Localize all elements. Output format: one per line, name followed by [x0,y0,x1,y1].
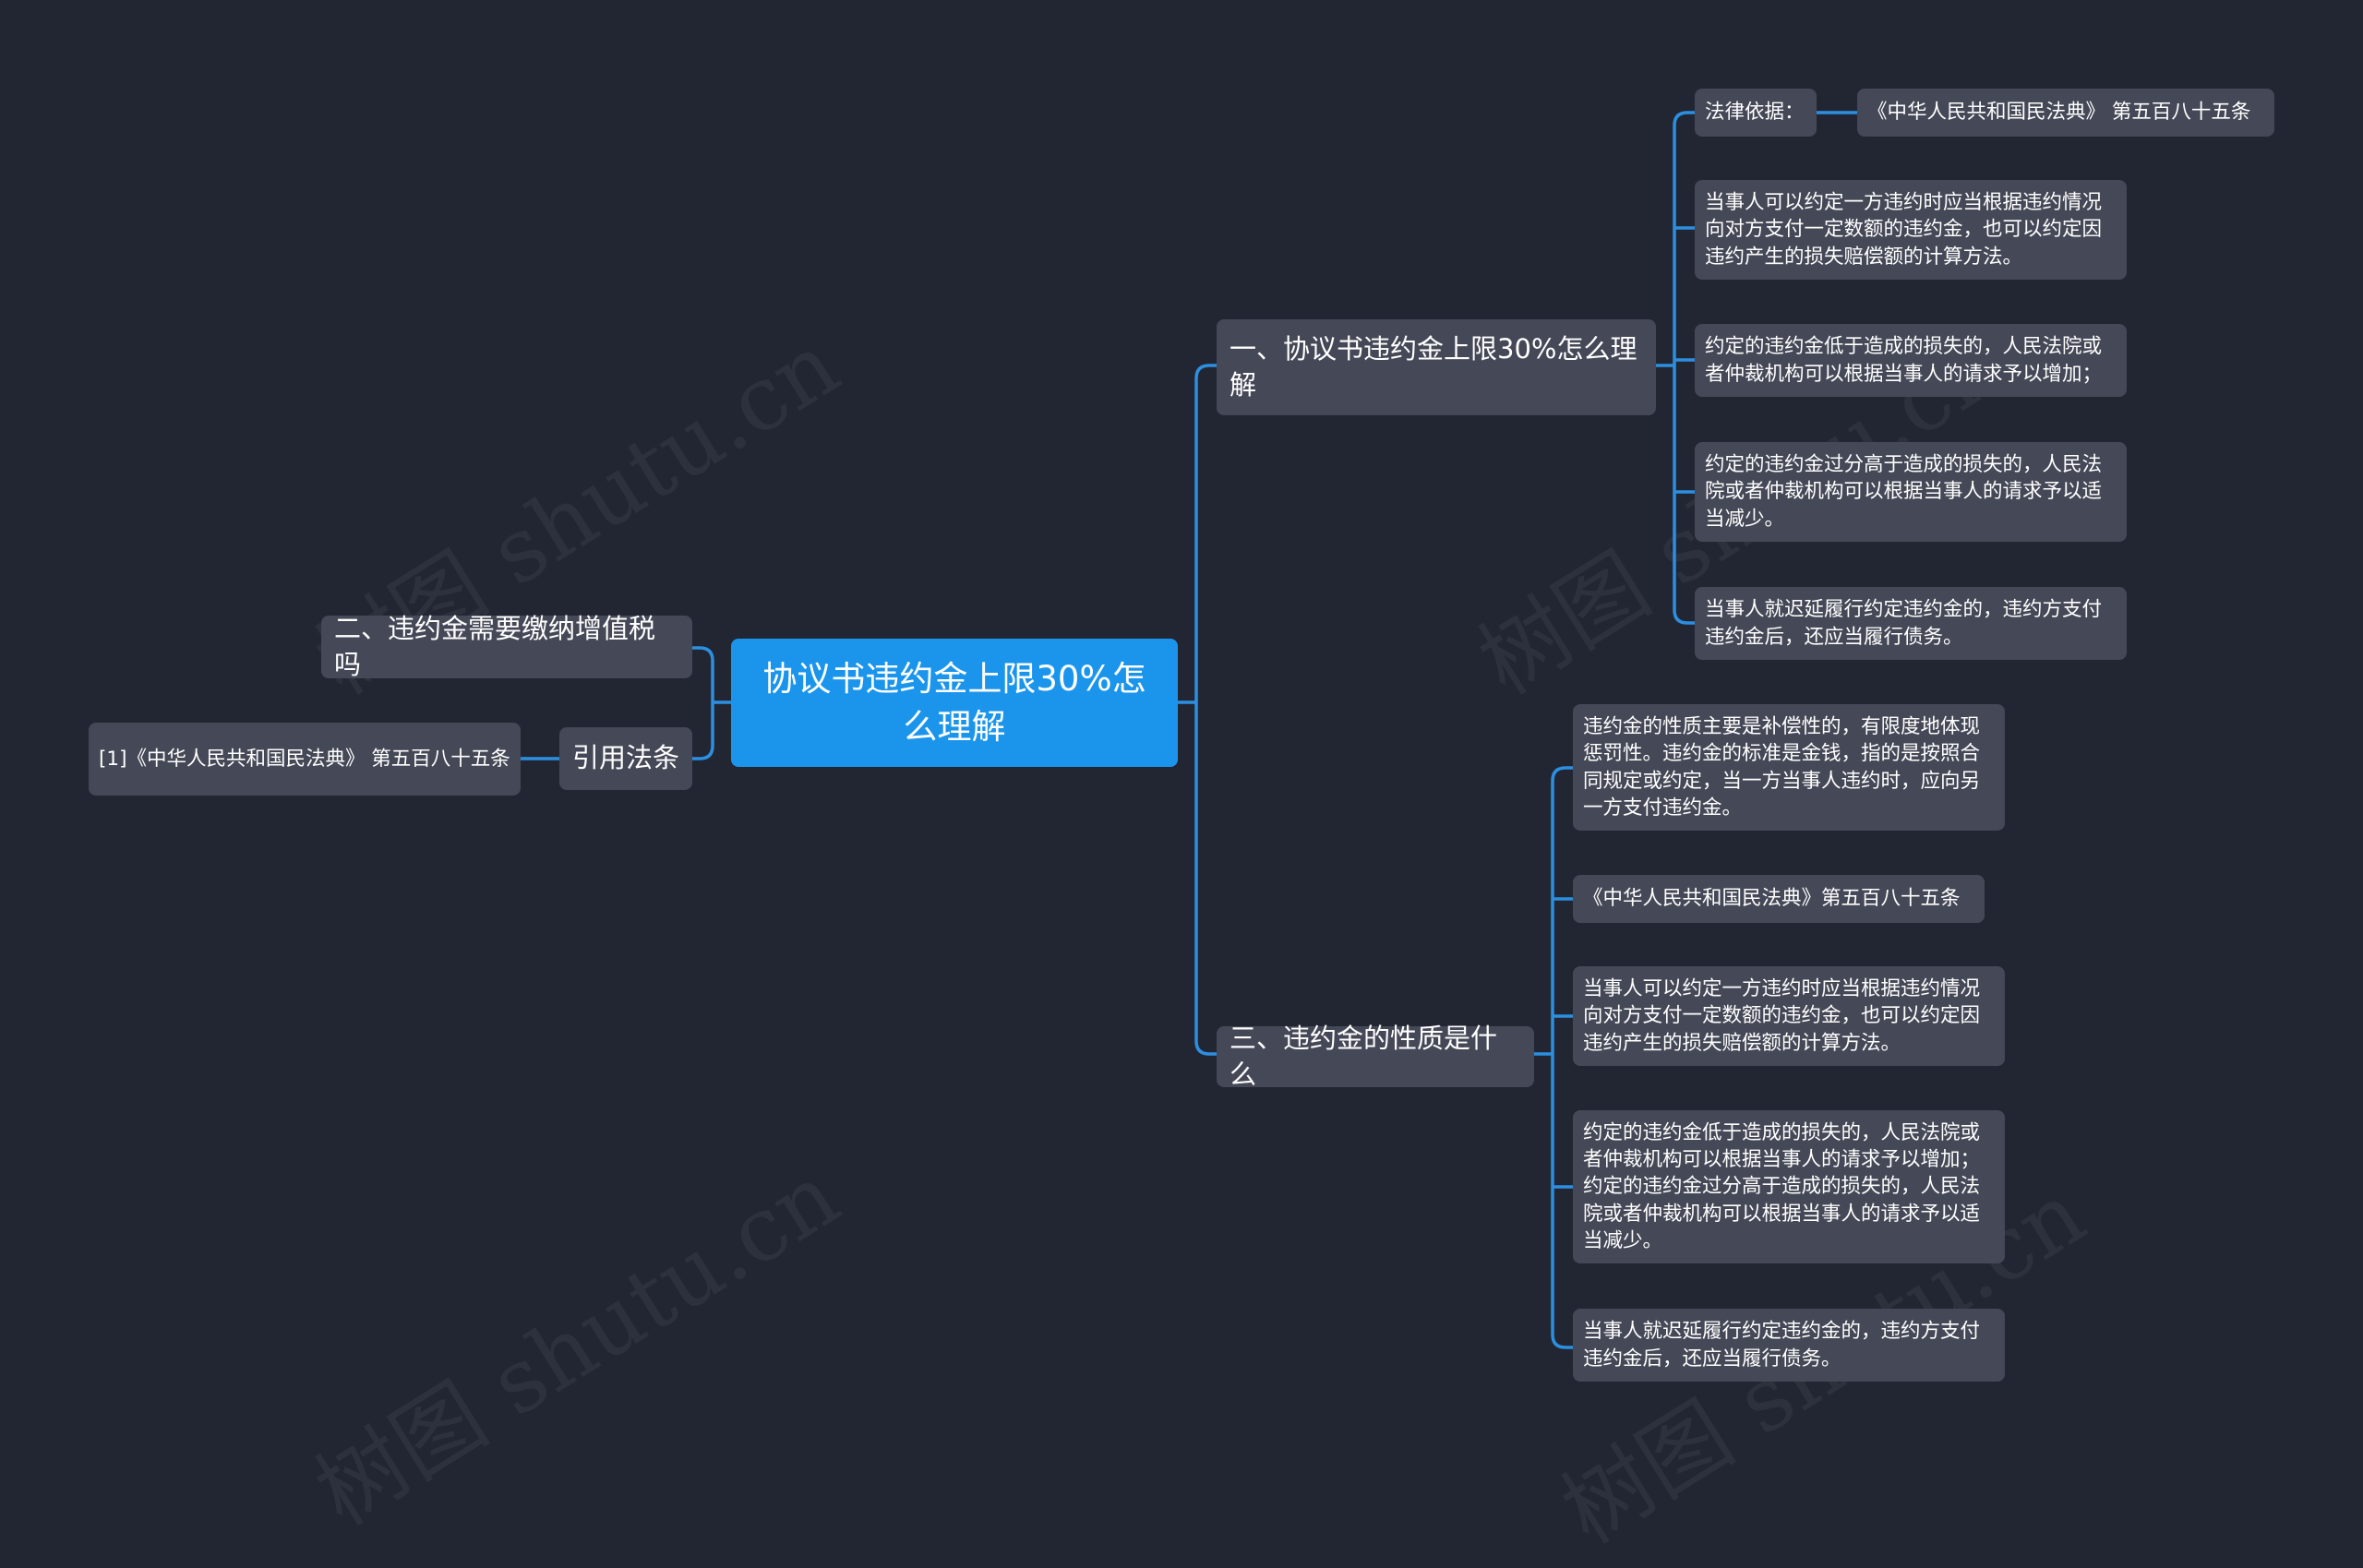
branch-three-leaf[interactable]: 《中华人民共和国民法典》第五百八十五条 [1573,875,1985,923]
branch-three-label: 三、违约金的性质是什么 [1229,1022,1498,1090]
branch-cite-node[interactable]: 引用法条 [559,727,692,790]
branch-one-node[interactable]: 一、协议书违约金上限30%怎么理解 [1217,319,1656,415]
connector [1194,364,1217,379]
basis-value-node[interactable]: 《中华人民共和国民法典》 第五百八十五条 [1857,89,2274,137]
branch-vat-node[interactable]: 二、违约金需要缴纳增值税吗 [321,613,692,680]
branch-three-leaf[interactable]: 当事人就迟延履行约定违约金的，违约方支付违约金后，还应当履行债务。 [1573,1309,2005,1382]
cite-leaf[interactable]: [1]《中华人民共和国民法典》 第五百八十五条 [89,723,521,796]
connector [692,646,714,662]
branch-three-leaf-text: 《中华人民共和国民法典》第五百八十五条 [1583,887,1961,911]
branch-one-leaf-text: 当事人可以约定一方违约时应当根据违约情况向对方支付一定数额的违约金，也可以约定因… [1705,191,2103,269]
branch-one-leaf[interactable]: 约定的违约金过分高于造成的损失的，人民法院或者仲裁机构可以根据当事人的请求予以适… [1695,442,2127,542]
branch-three-leaf-text: 违约金的性质主要是补偿性的，有限度地体现惩罚性。违约金的标准是金钱，指的是按照合… [1583,715,1981,820]
branch-one-leaf-text: 约定的违约金低于造成的损失的，人民法院或者仲裁机构可以根据当事人的请求予以增加； [1705,335,2103,386]
branch-one-leaf[interactable]: 约定的违约金低于造成的损失的，人民法院或者仲裁机构可以根据当事人的请求予以增加； [1695,324,2127,397]
connector [1551,1334,1573,1349]
branch-one-leaf-text: 当事人就迟延履行约定违约金的，违约方支付违约金后，还应当履行债务。 [1705,598,2103,649]
branch-three-leaf[interactable]: 违约金的性质主要是补偿性的，有限度地体现惩罚性。违约金的标准是金钱，指的是按照合… [1573,704,2005,831]
branch-three-node[interactable]: 三、违约金的性质是什么 [1217,1023,1534,1090]
connector [1194,1040,1217,1056]
branch-cite-label: 引用法条 [572,742,680,774]
root-node[interactable]: 协议书违约金上限30%怎么理解 [731,639,1178,767]
cite-leaf-text: [1]《中华人民共和国民法典》 第五百八十五条 [99,747,510,771]
basis-value: 《中华人民共和国民法典》 第五百八十五条 [1867,101,2251,125]
branch-three-leaf[interactable]: 当事人可以约定一方违约时应当根据违约情况向对方支付一定数额的违约金，也可以约定因… [1573,966,2005,1066]
branch-one-leaf[interactable]: 当事人可以约定一方违约时应当根据违约情况向对方支付一定数额的违约金，也可以约定因… [1695,180,2127,280]
branch-one-leaf[interactable]: 当事人就迟延履行约定违约金的，违约方支付违约金后，还应当履行债务。 [1695,587,2127,660]
connector-lines [521,111,1857,1349]
basis-label-node[interactable]: 法律依据： [1695,89,1817,137]
connector [1673,609,1695,625]
basis-label: 法律依据： [1705,101,1805,125]
root-label: 协议书违约金上限30%怎么理解 [762,658,1146,747]
connector [1551,766,1573,782]
connector [1673,111,1695,126]
branch-one-label: 一、协议书违约金上限30%怎么理解 [1229,332,1637,401]
branch-three-leaf-text: 当事人就迟延履行约定违约金的，违约方支付违约金后，还应当履行债务。 [1583,1320,1981,1371]
branch-three-leaf-text: 约定的违约金低于造成的损失的，人民法院或者仲裁机构可以根据当事人的请求予以增加；… [1583,1120,1981,1252]
branch-three-leaf[interactable]: 约定的违约金低于造成的损失的，人民法院或者仲裁机构可以根据当事人的请求予以增加；… [1573,1110,2005,1263]
mindmap-canvas: 树图 shutu.cn 树图 shutu.cn 树图 shutu.cn 树图 s… [89,89,2274,1563]
branch-three-leaf-text: 当事人可以约定一方违约时应当根据违约情况向对方支付一定数额的违约金，也可以约定因… [1583,977,1981,1055]
branch-one-leaf-text: 约定的违约金过分高于造成的损失的，人民法院或者仲裁机构可以根据当事人的请求予以适… [1705,453,2103,531]
branch-vat-label: 二、违约金需要缴纳增值税吗 [334,612,656,680]
connector [692,745,714,760]
